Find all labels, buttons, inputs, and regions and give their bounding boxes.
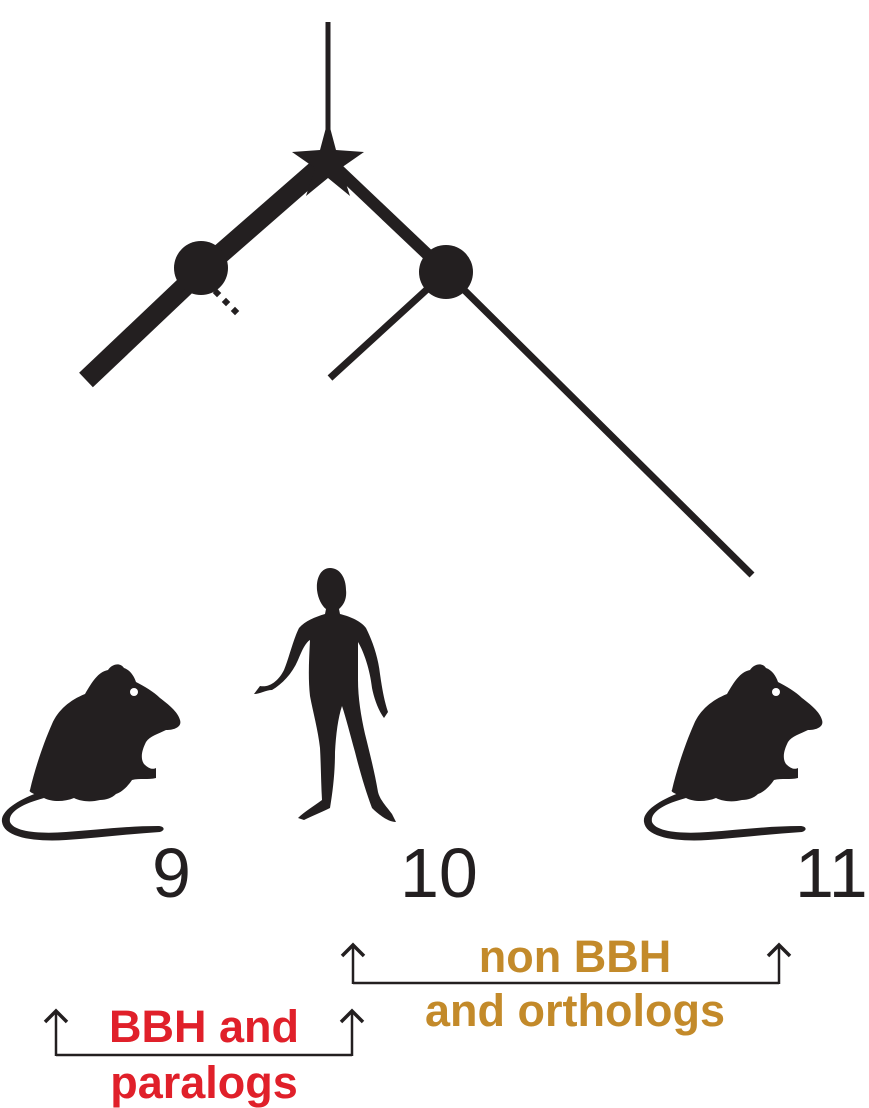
gene-tree bbox=[86, 22, 752, 575]
human-icon bbox=[254, 568, 396, 822]
bbh-label-line2: paralogs bbox=[94, 1060, 314, 1105]
dotted-branch bbox=[213, 289, 239, 315]
duplication-node-left bbox=[174, 241, 228, 295]
nonbbh-label-line2: and orthologs bbox=[400, 988, 750, 1033]
bbh-label-line1: BBH and bbox=[94, 1004, 314, 1049]
rodent-icon bbox=[2, 664, 181, 840]
branch-to-leaf-11 bbox=[446, 272, 752, 575]
leaf-label-10: 10 bbox=[400, 838, 478, 908]
leaf-label-11: 11 bbox=[795, 838, 868, 908]
speciation-node-right bbox=[419, 245, 473, 299]
leaf-label-9: 9 bbox=[152, 838, 191, 908]
nonbbh-label-line1: non BBH bbox=[420, 934, 730, 979]
rodent-icon bbox=[644, 664, 823, 840]
